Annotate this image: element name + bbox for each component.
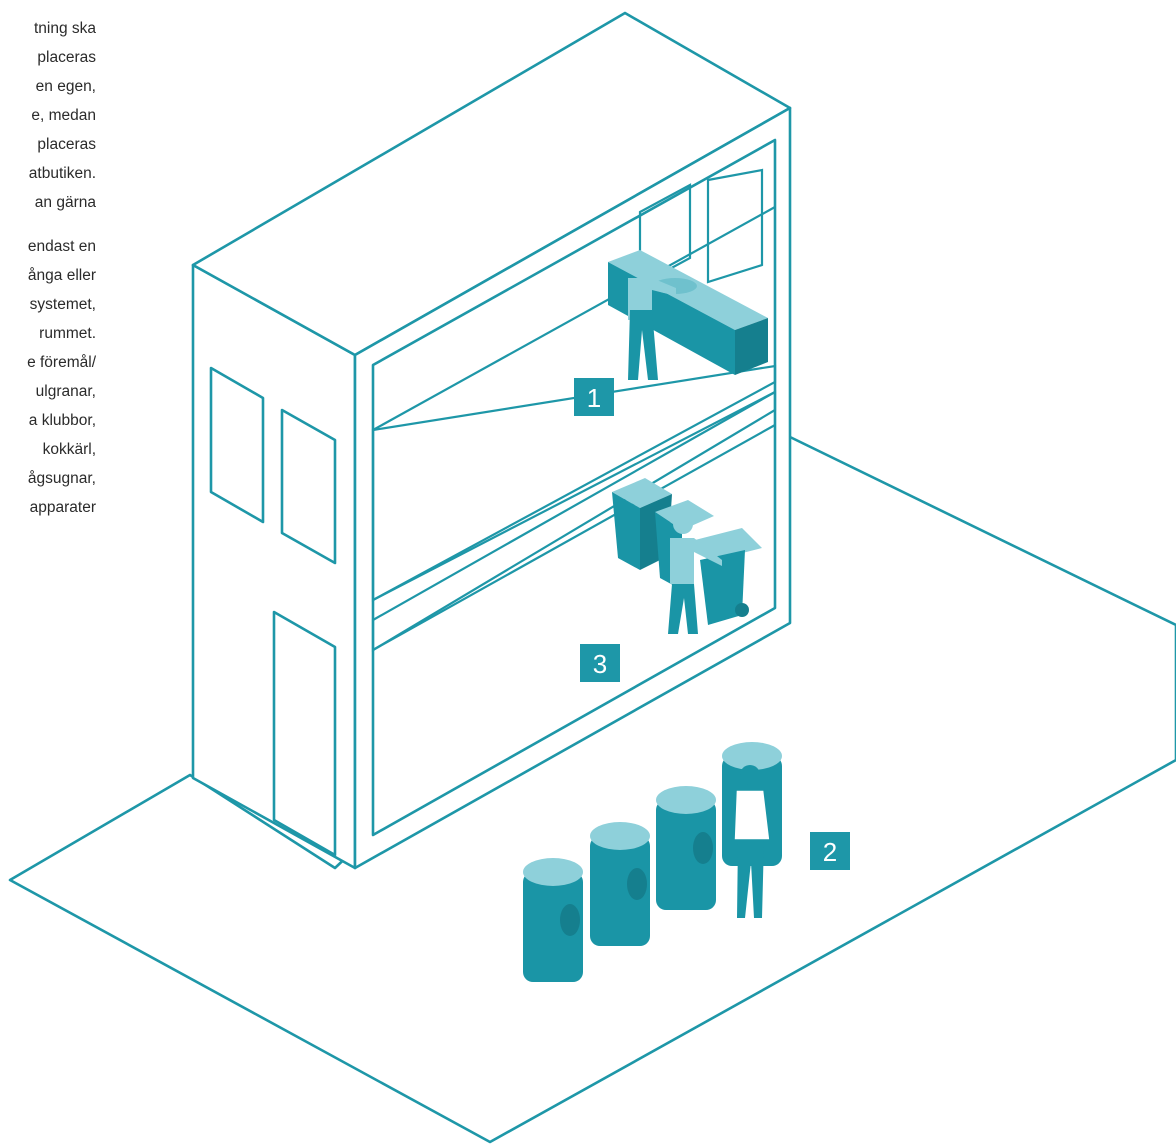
label-3-text: 3: [593, 649, 607, 679]
label-2-text: 2: [823, 837, 837, 867]
label-1-text: 1: [587, 383, 601, 413]
label-3: 3: [580, 644, 620, 682]
label-1: 1: [574, 378, 614, 416]
label-2: 2: [810, 832, 850, 870]
